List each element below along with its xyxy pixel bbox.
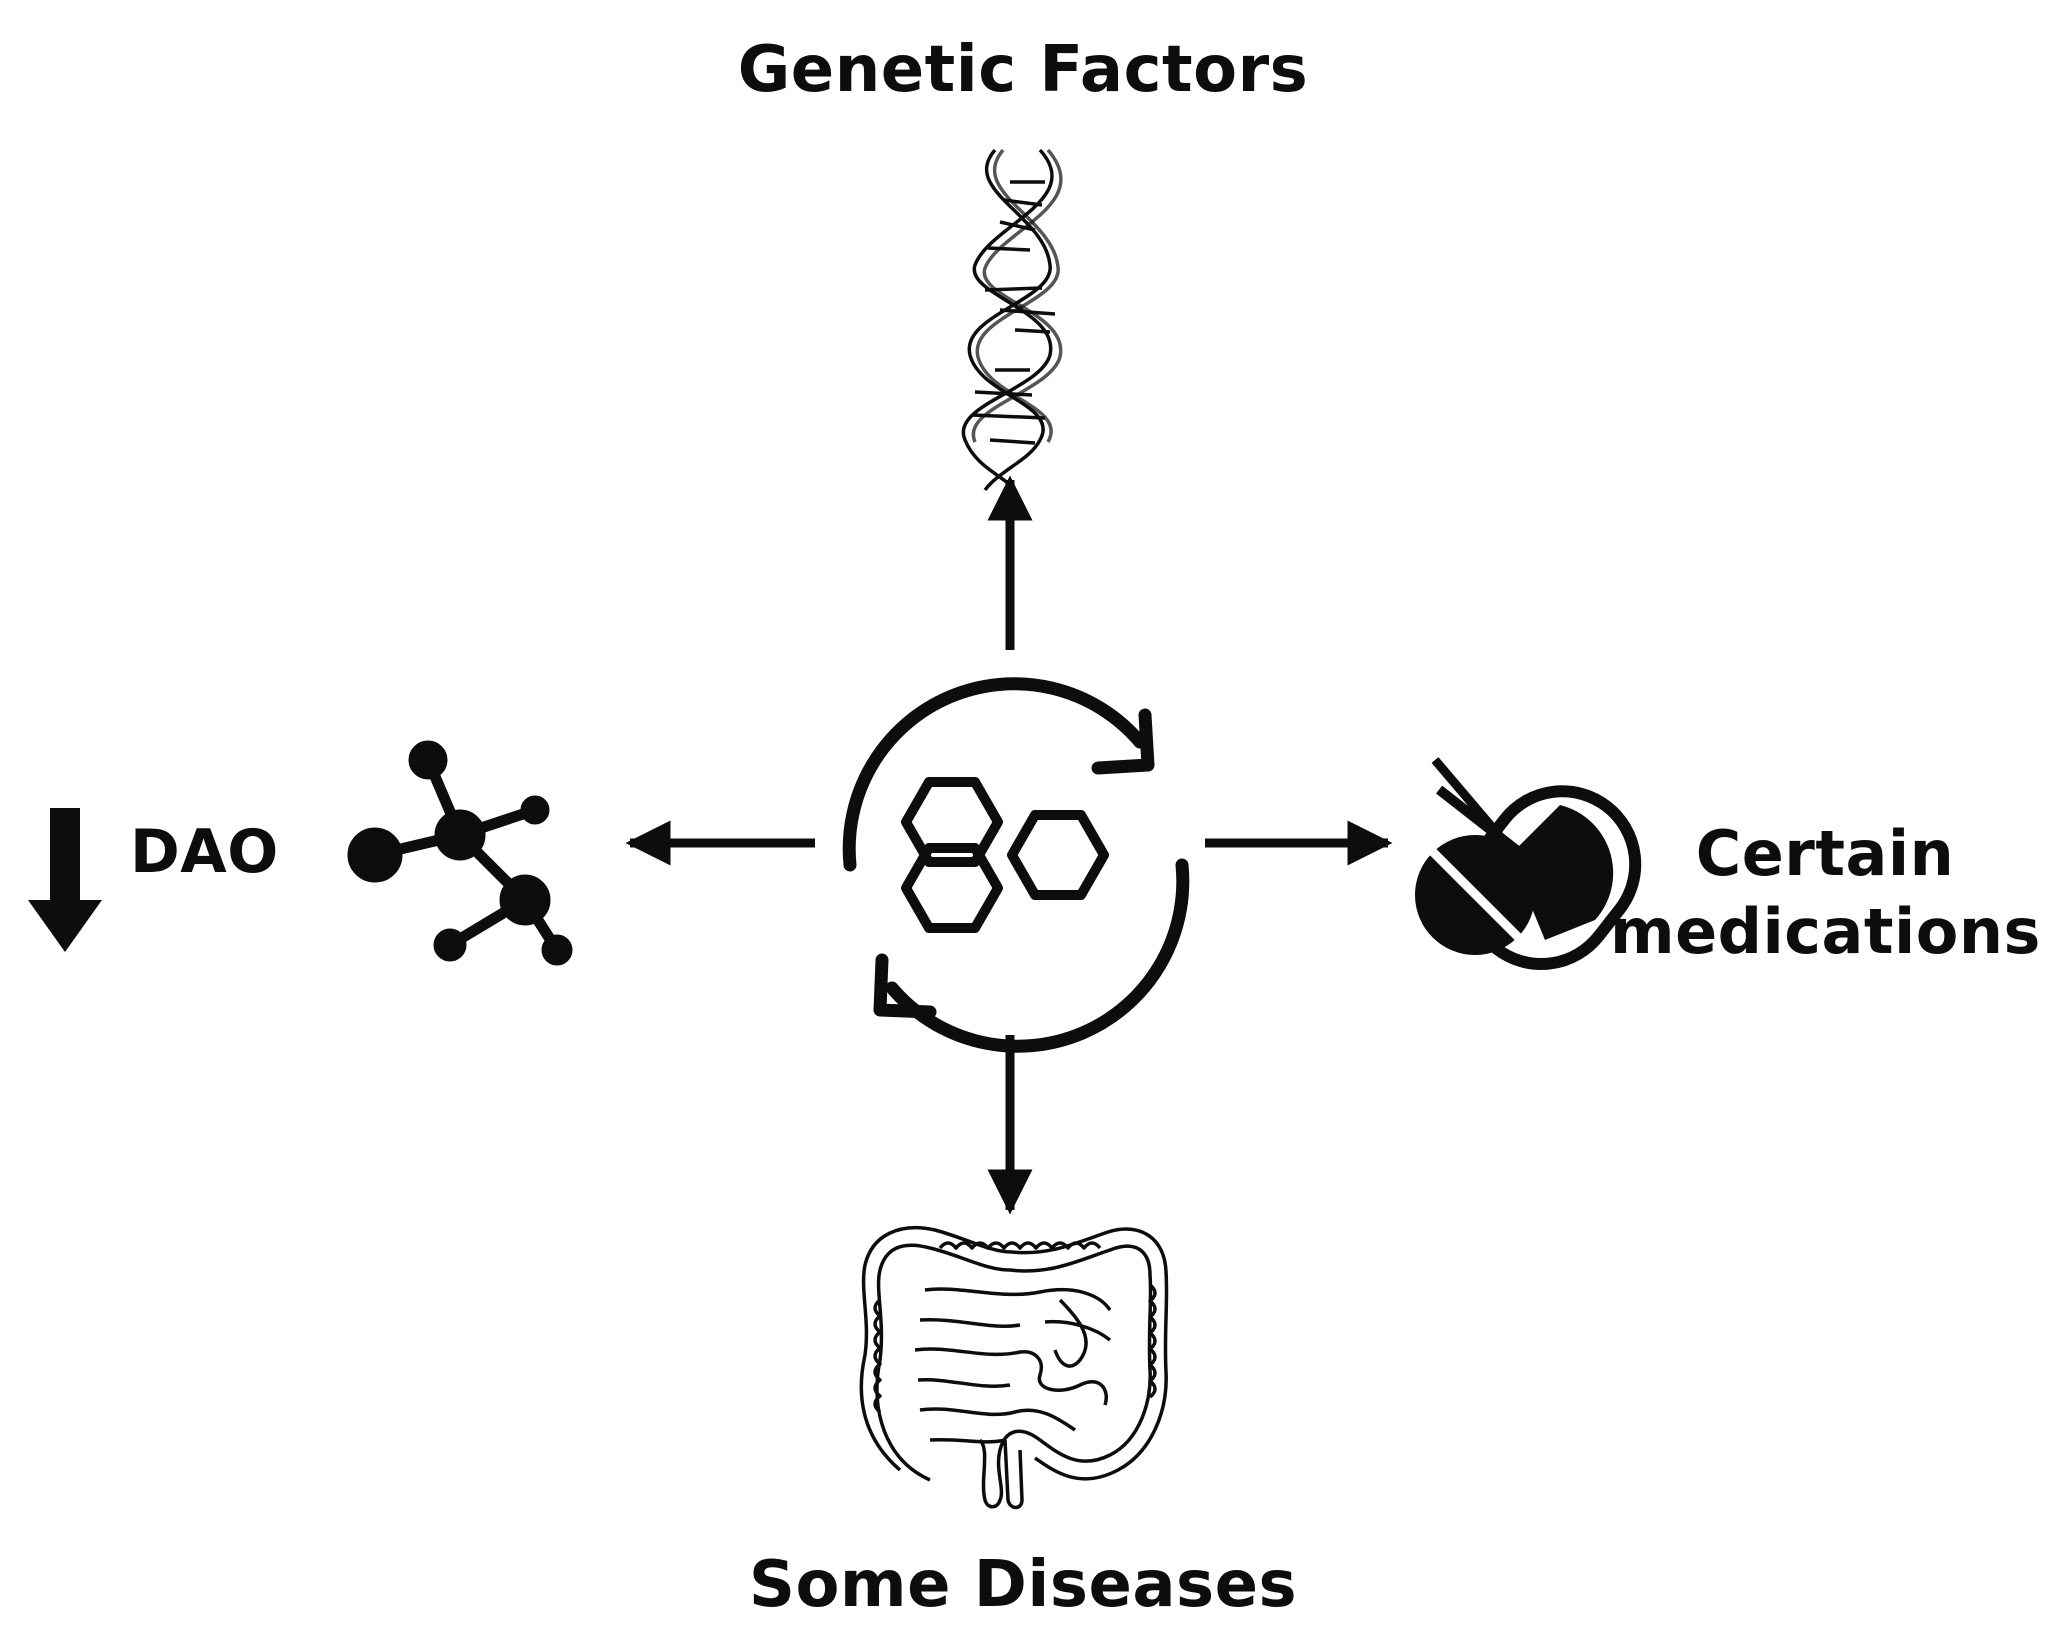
histamine-cycle-icon	[842, 677, 1190, 1053]
certain-medications-line1: Certain	[1695, 817, 1955, 890]
some-diseases-label: Some Diseases	[748, 1548, 1298, 1622]
dna-icon	[961, 148, 1063, 494]
certain-medications-line2: medications	[1610, 894, 2041, 968]
down-arrow-icon	[28, 808, 102, 952]
intestine-icon	[859, 1225, 1169, 1510]
certain-medications-label: Certain medications	[1610, 815, 2040, 970]
dao-label: DAO	[130, 817, 279, 887]
molecule-icon	[347, 740, 573, 966]
pill-capsule-icon	[1415, 757, 1642, 971]
genetic-factors-label: Genetic Factors	[737, 33, 1309, 107]
hexagon-molecule-icon	[901, 777, 1109, 933]
